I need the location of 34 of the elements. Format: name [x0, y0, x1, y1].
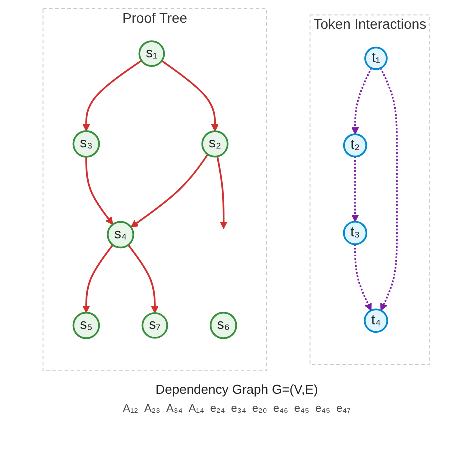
node-circle: t₄ — [364, 308, 389, 334]
label-text: A₃₄ — [166, 403, 183, 415]
label-text: e₂₄ — [210, 403, 226, 415]
arrow — [86, 156, 114, 226]
node-circle: s₆ — [210, 312, 238, 340]
label-text: A₁₂ — [123, 403, 138, 415]
arrow — [352, 156, 360, 222]
node-circle: t₃ — [344, 221, 368, 246]
node-circle: s₇ — [142, 312, 169, 339]
arrow — [354, 244, 372, 312]
node-circle: s₅ — [73, 312, 100, 340]
caption: Dependency Graph G=(V,E) — [156, 382, 318, 397]
arrow — [83, 244, 114, 314]
arrow — [217, 156, 228, 230]
arrow — [352, 68, 373, 135]
arrow — [162, 60, 220, 132]
arrow — [380, 68, 398, 312]
label-text: e₃₄ — [231, 403, 246, 415]
label-text: A₂₃ — [144, 403, 161, 415]
label-text: e₄₅ — [315, 403, 330, 415]
label-text: e₄₇ — [336, 403, 351, 415]
node-circle: t₂ — [344, 134, 368, 158]
label-text: e₄₅ — [294, 403, 310, 415]
node-circle: s₂ — [202, 130, 230, 158]
arrow — [131, 154, 210, 228]
arrow — [128, 244, 160, 314]
node-circle: s₄ — [107, 221, 135, 249]
node-circle: t₁ — [364, 46, 388, 70]
arrow — [83, 60, 143, 132]
label-text: A₁₄ — [188, 403, 204, 415]
node-circle: s₃ — [73, 130, 101, 158]
label-text: e₄₆ — [273, 403, 288, 415]
node-circle: s₁ — [139, 40, 166, 68]
label-text: e₂₀ — [252, 403, 268, 415]
